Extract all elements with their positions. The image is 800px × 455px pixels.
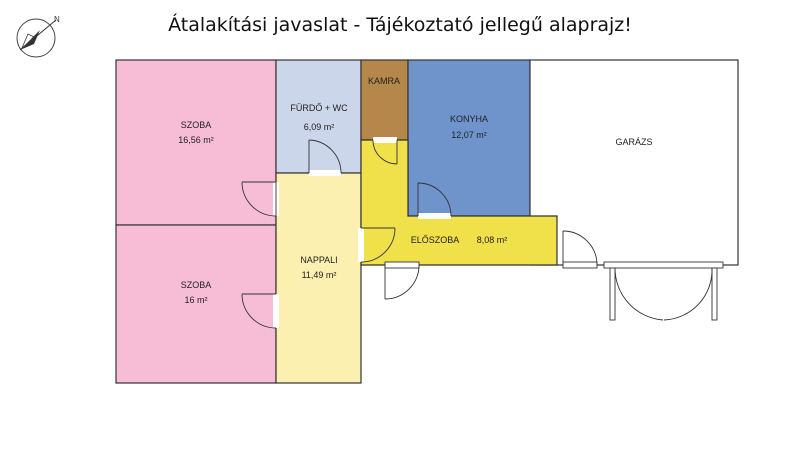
room-kamra-name: KAMRA bbox=[368, 76, 400, 86]
room-eloszoba-area: 8,08 m² bbox=[477, 235, 508, 245]
room-konyha-name: KONYHA bbox=[450, 114, 488, 124]
room-furdo-area: 6,09 m² bbox=[304, 122, 335, 132]
room-nappali-area: 11,49 m² bbox=[302, 270, 337, 280]
compass-icon: N bbox=[16, 15, 60, 58]
room-konyha-area: 12,07 m² bbox=[451, 130, 487, 140]
room-szoba-2-name: SZOBA bbox=[181, 280, 212, 290]
room-garazs bbox=[529, 59, 739, 266]
room-garazs-name: GARÁZS bbox=[615, 137, 652, 147]
room-eloszoba-name: ELŐSZOBA bbox=[411, 235, 460, 245]
room-kamra bbox=[360, 59, 409, 141]
room-szoba-1-name: SZOBA bbox=[181, 120, 212, 130]
plan-title: Átalakítási javaslat - Tájékoztató jelle… bbox=[168, 14, 632, 36]
room-nappali-name: NAPPALI bbox=[300, 255, 337, 265]
room-szoba-2-area: 16 m² bbox=[184, 295, 207, 305]
room-furdo bbox=[275, 59, 362, 174]
compass-label: N bbox=[54, 15, 60, 24]
room-eloszoba bbox=[360, 139, 558, 266]
doors bbox=[241, 137, 724, 329]
room-konyha bbox=[407, 59, 531, 217]
room-szoba-1-area: 16,56 m² bbox=[178, 135, 214, 145]
room-furdo-name: FÜRDŐ + WC bbox=[290, 103, 348, 113]
